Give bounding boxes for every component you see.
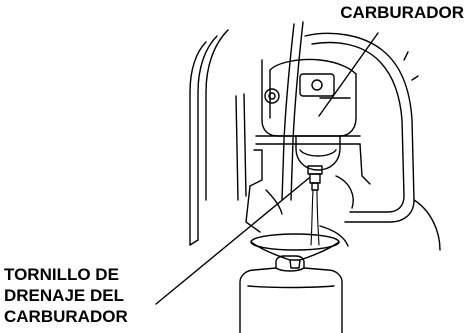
drain-screw-label-line-1: TORNILLO DE xyxy=(4,265,119,284)
drain-screw-label-line-2: DRENAJE DEL xyxy=(4,286,124,305)
drain-screw-leader-line xyxy=(155,177,310,305)
fuel-stream xyxy=(310,189,320,246)
carburetor-leader-line xyxy=(318,32,379,117)
carburetor-label-text: CARBURADOR xyxy=(340,3,464,22)
carburetor-body xyxy=(249,58,371,187)
drain-container xyxy=(239,255,343,333)
engine-body-right xyxy=(304,32,441,251)
drain-screw-label-line-3: CARBURADOR xyxy=(4,307,128,326)
engine-lower-details xyxy=(245,175,354,247)
engine-frame-left xyxy=(189,29,229,246)
carburetor-label: CARBURADOR xyxy=(340,2,464,23)
drain-screw-label: TORNILLO DE DRENAJE DEL CARBURADOR xyxy=(4,264,128,327)
funnel xyxy=(250,233,340,269)
float-bowl xyxy=(295,135,341,171)
drain-screw xyxy=(307,165,323,191)
